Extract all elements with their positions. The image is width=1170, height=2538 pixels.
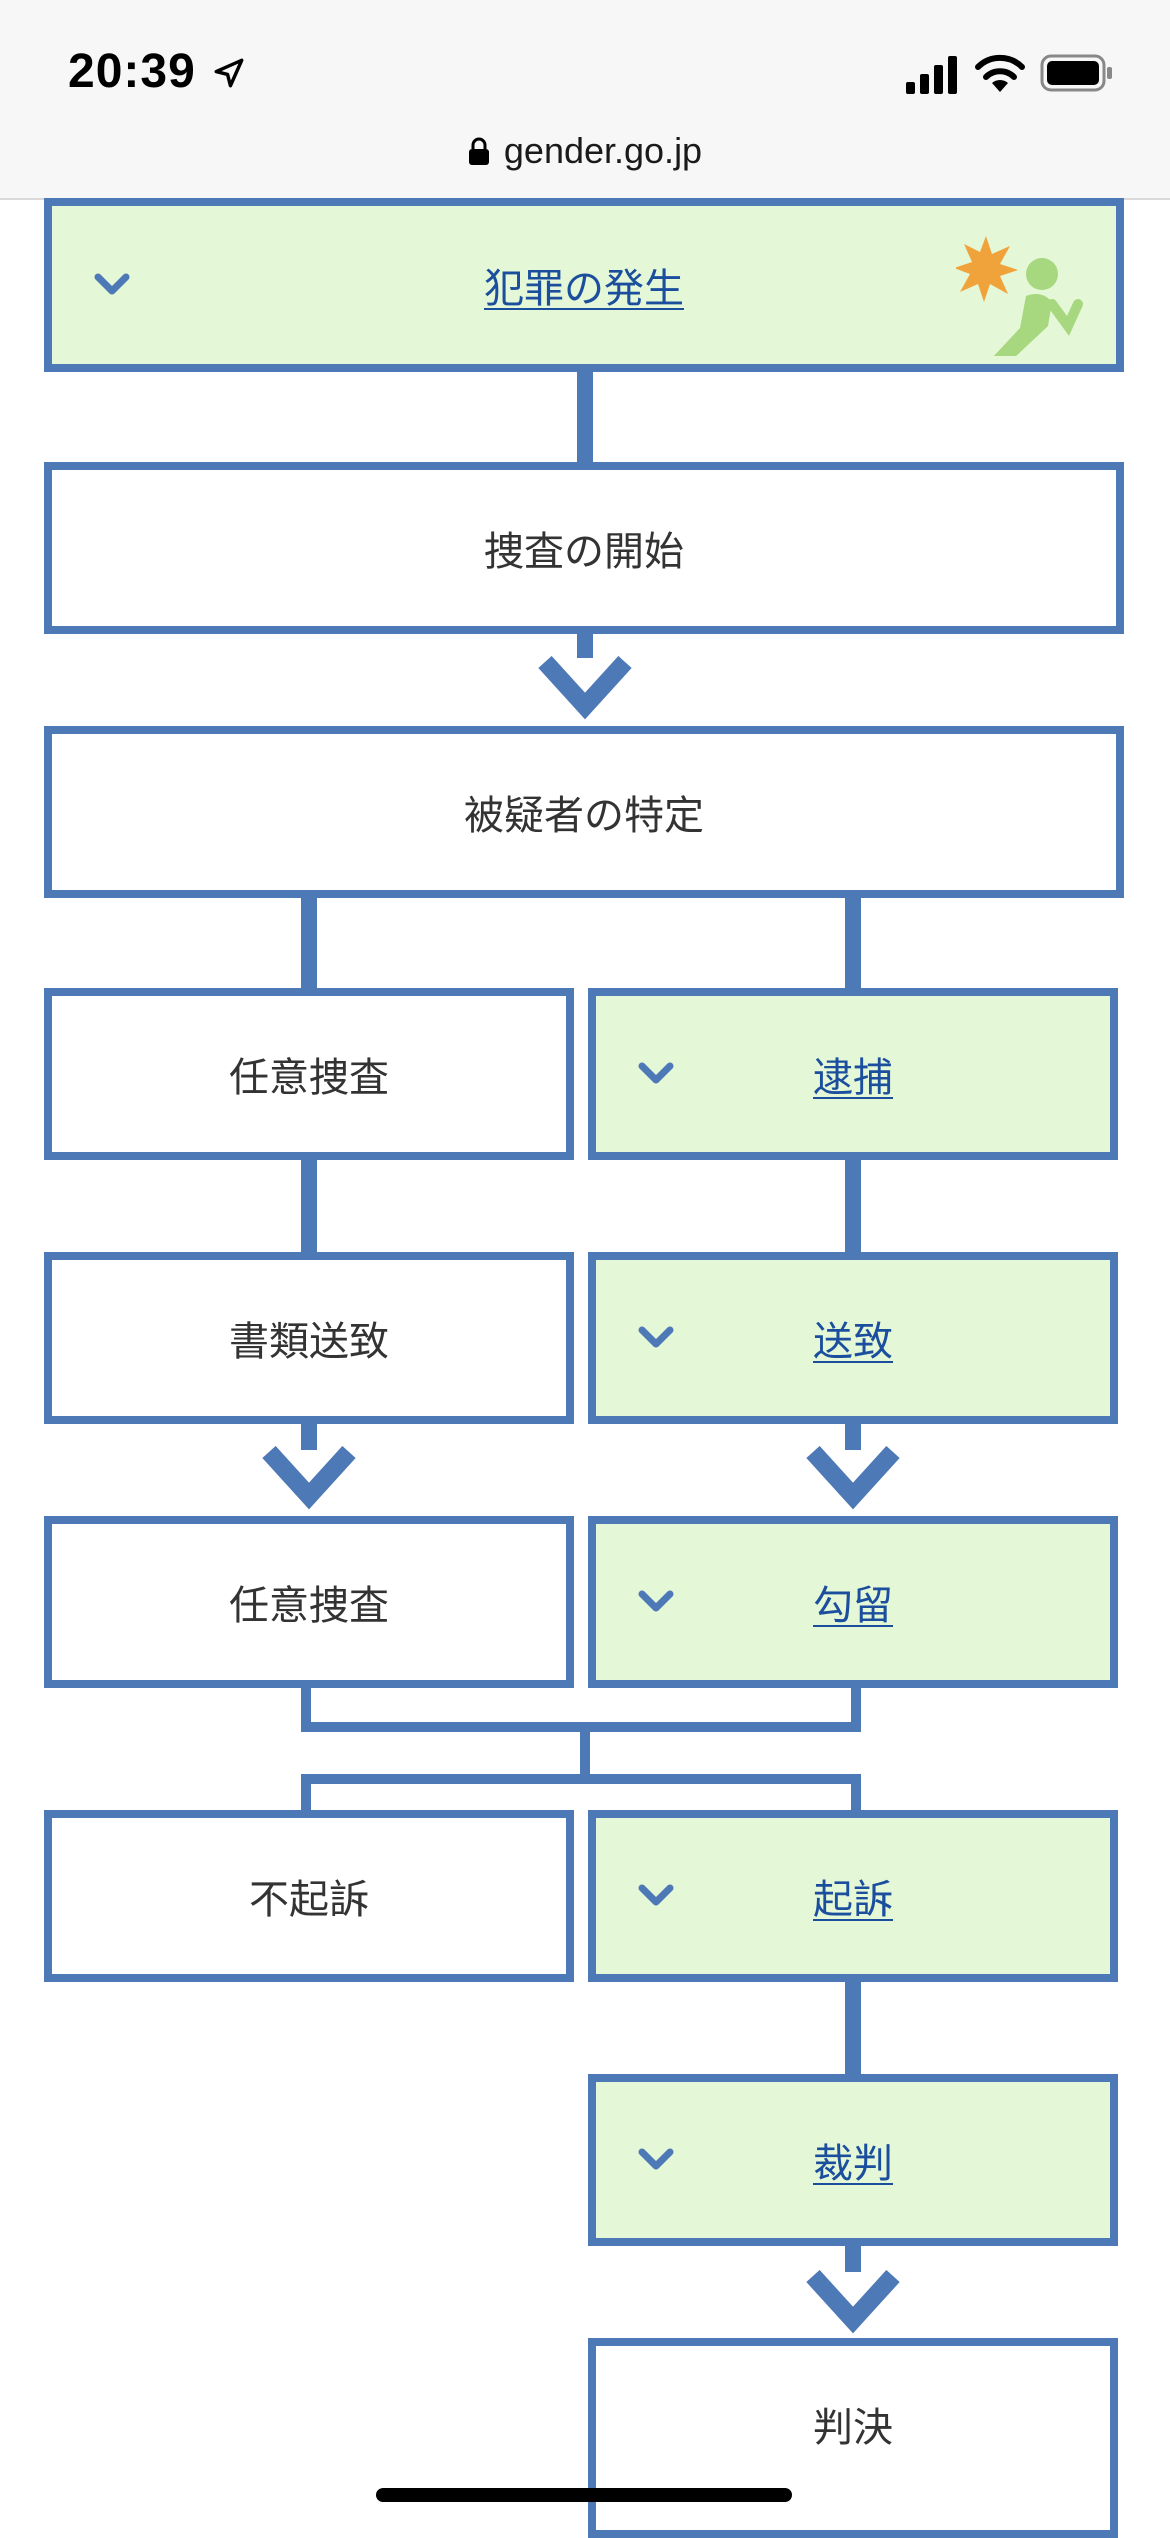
cellular-signal-icon [906,56,957,94]
connector-line [845,2244,861,2272]
url-bar[interactable]: gender.go.jp [0,128,1170,174]
flow-box-investigation-start: 捜査の開始 [44,462,1124,634]
connector-line [845,1422,861,1450]
flow-box-voluntary-investigation-2: 任意捜査 [44,1516,574,1688]
chevron-down-icon [638,1326,674,1348]
flow-box-arrest[interactable]: 逮捕 [588,988,1118,1160]
flow-box-verdict: 判決 [588,2338,1118,2538]
flow-box-voluntary-investigation: 任意捜査 [44,988,574,1160]
chevron-down-icon [638,1062,674,1084]
flow-box-suspect-identification: 被疑者の特定 [44,726,1124,898]
flow-box-referral[interactable]: 送致 [588,1252,1118,1424]
flow-box-non-prosecution: 不起訴 [44,1810,574,1982]
connector-line [301,1158,317,1256]
flow-label: 判決 [813,2405,893,2451]
flow-label: 捜査の開始 [484,529,684,575]
crime-victim-icon [956,236,1083,356]
chevron-down-icon [638,1884,674,1906]
flow-box-prosecution[interactable]: 起訴 [588,1810,1118,1982]
connector-line [301,1774,861,1784]
chevron-down-icon [638,2148,674,2170]
flow-link-crime[interactable]: 犯罪の発生 [484,266,684,312]
down-arrow-icon [806,1446,900,1510]
flow-label: 被疑者の特定 [464,793,704,839]
connector-line [851,1784,861,1814]
connector-line [577,630,593,658]
connector-line [301,1784,311,1814]
connector-line [845,1158,861,1256]
flow-link-arrest[interactable]: 逮捕 [813,1055,893,1101]
down-arrow-icon [538,656,632,720]
flow-box-document-referral: 書類送致 [44,1252,574,1424]
connector-line [845,1980,861,2078]
connector-line [851,1686,861,1722]
chevron-down-icon [94,273,130,295]
connector-line [301,1722,861,1732]
connector-line [580,1732,590,1776]
status-time: 20:39 [68,45,196,98]
flow-link-prosecution[interactable]: 起訴 [813,1877,893,1923]
connector-line [301,1686,311,1722]
flow-link-trial[interactable]: 裁判 [813,2141,893,2187]
flow-label: 任意捜査 [229,1055,389,1101]
flow-label: 任意捜査 [229,1583,389,1629]
flow-box-trial[interactable]: 裁判 [588,2074,1118,2246]
lock-icon [468,137,489,165]
down-arrow-icon [262,1446,356,1510]
wifi-icon [975,54,1025,92]
browser-top-bar: 20:39 gender.go.jp [0,0,1170,200]
connector-line [845,894,861,992]
location-arrow-icon [214,58,244,88]
chevron-down-icon [638,1590,674,1612]
flow-box-crime[interactable]: 犯罪の発生 [44,198,1124,372]
battery-icon [1040,54,1112,92]
connector-line [301,1422,317,1450]
connector-line [301,894,317,992]
home-indicator[interactable] [376,2488,792,2502]
flow-box-detention[interactable]: 勾留 [588,1516,1118,1688]
flow-link-detention[interactable]: 勾留 [813,1583,893,1629]
url-text: gender.go.jp [503,130,703,171]
down-arrow-icon [806,2270,900,2334]
connector-line [577,368,593,466]
flow-link-referral[interactable]: 送致 [813,1319,893,1365]
flow-label: 書類送致 [229,1319,389,1365]
flow-label: 不起訴 [249,1877,369,1923]
